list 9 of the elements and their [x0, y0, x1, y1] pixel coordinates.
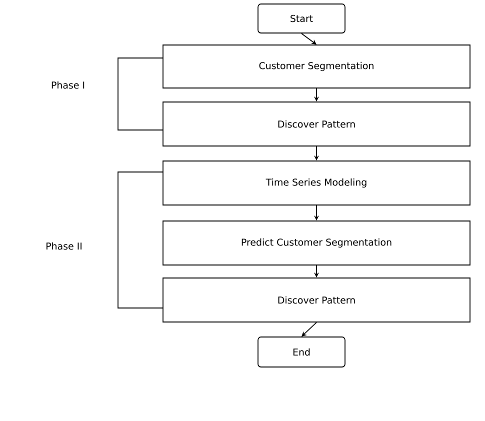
process-box: Predict Customer Segmentation	[162, 220, 470, 266]
terminal-box: End	[258, 336, 346, 368]
process-box: Time Series Modeling	[162, 160, 470, 206]
phase-label: Phase II	[46, 242, 82, 250]
phase-label: Phase I	[52, 81, 84, 89]
terminal-box: Start	[258, 4, 346, 34]
process-box: Discover Pattern	[162, 278, 470, 322]
process-box: Discover Pattern	[162, 102, 470, 146]
process-box: Customer Segmentation	[162, 44, 470, 88]
